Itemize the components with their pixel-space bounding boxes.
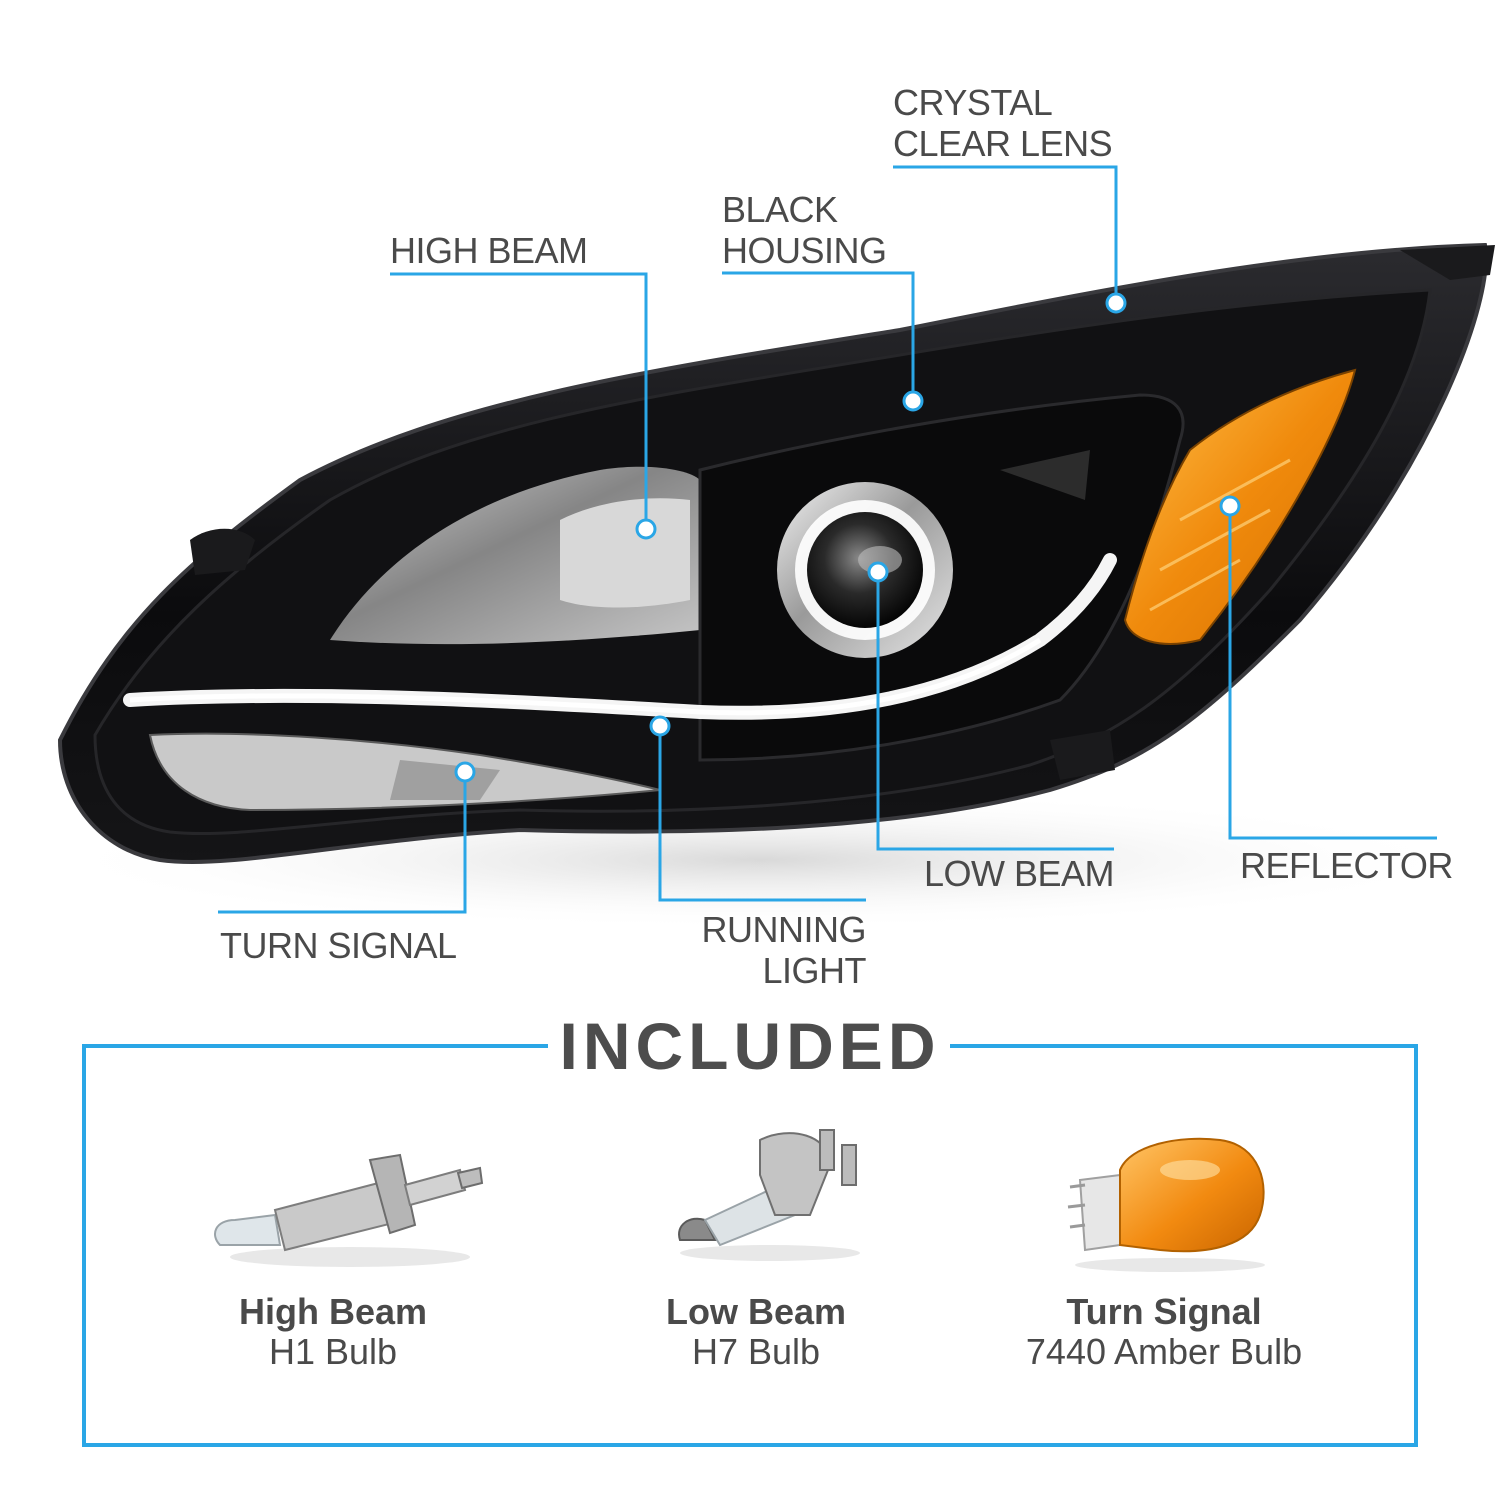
- headlight-assembly-image: [40, 242, 1495, 930]
- callout-low-beam: LOW BEAM: [900, 853, 1115, 894]
- callout-line-1: HIGH BEAM: [390, 230, 588, 271]
- callout-turn-signal: TURN SIGNAL: [220, 925, 457, 966]
- callout-line-2: CLEAR LENS: [893, 123, 1113, 164]
- callout-crystal-clear-lens: CRYSTAL CLEAR LENS: [893, 82, 1113, 164]
- included-item-low-beam: Low Beam H7 Bulb: [556, 1292, 956, 1372]
- black-housing-leader: [722, 271, 915, 398]
- turn-signal-leader: [218, 772, 467, 914]
- black-housing-dot: [902, 390, 924, 412]
- callout-line-2: LIGHT: [762, 950, 866, 991]
- running-light-dot: [649, 715, 671, 737]
- high-beam-leader: [390, 272, 648, 526]
- reflector-dot: [1219, 495, 1241, 517]
- high-beam-dot: [635, 518, 657, 540]
- callout-black-housing: BLACK HOUSING: [722, 189, 887, 271]
- callout-line-2: HOUSING: [722, 230, 887, 271]
- h7-bulb-image: [678, 1129, 860, 1261]
- turn-signal-dot: [454, 761, 476, 783]
- reflector-leader: [1228, 508, 1437, 840]
- item-name: Turn Signal: [1066, 1291, 1262, 1332]
- callout-lines: [218, 165, 1437, 914]
- callout-running-light: RUNNING LIGHT: [680, 909, 867, 991]
- item-bulb: H7 Bulb: [691, 1331, 821, 1372]
- item-bulb: H1 Bulb: [268, 1331, 398, 1372]
- callout-line-1: REFLECTOR: [1240, 845, 1453, 886]
- included-item-turn-signal: Turn Signal 7440 Amber Bulb: [964, 1292, 1364, 1372]
- callout-line-1: CRYSTAL: [893, 82, 1053, 123]
- crystal-lens-dot: [1105, 292, 1127, 314]
- running-light-leader: [658, 728, 866, 902]
- low-beam-leader: [876, 573, 1114, 851]
- item-name: Low Beam: [665, 1291, 847, 1332]
- callout-high-beam: HIGH BEAM: [390, 230, 588, 271]
- callout-line-1: TURN SIGNAL: [220, 925, 457, 966]
- callout-line-1: LOW BEAM: [923, 853, 1115, 894]
- low-beam-dot: [867, 561, 889, 583]
- item-name: High Beam: [238, 1291, 428, 1332]
- callout-line-1: BLACK: [722, 189, 838, 230]
- callout-reflector: REFLECTOR: [1240, 845, 1453, 886]
- item-bulb: 7440 Amber Bulb: [1025, 1331, 1303, 1372]
- 7440-amber-bulb-image: [1067, 1137, 1265, 1272]
- included-item-high-beam: High Beam H1 Bulb: [133, 1292, 533, 1372]
- crystal-lens-leader: [893, 165, 1118, 300]
- callout-line-1: RUNNING: [701, 909, 867, 950]
- h1-bulb-image: [214, 1153, 484, 1267]
- included-title: INCLUDED: [555, 1008, 945, 1084]
